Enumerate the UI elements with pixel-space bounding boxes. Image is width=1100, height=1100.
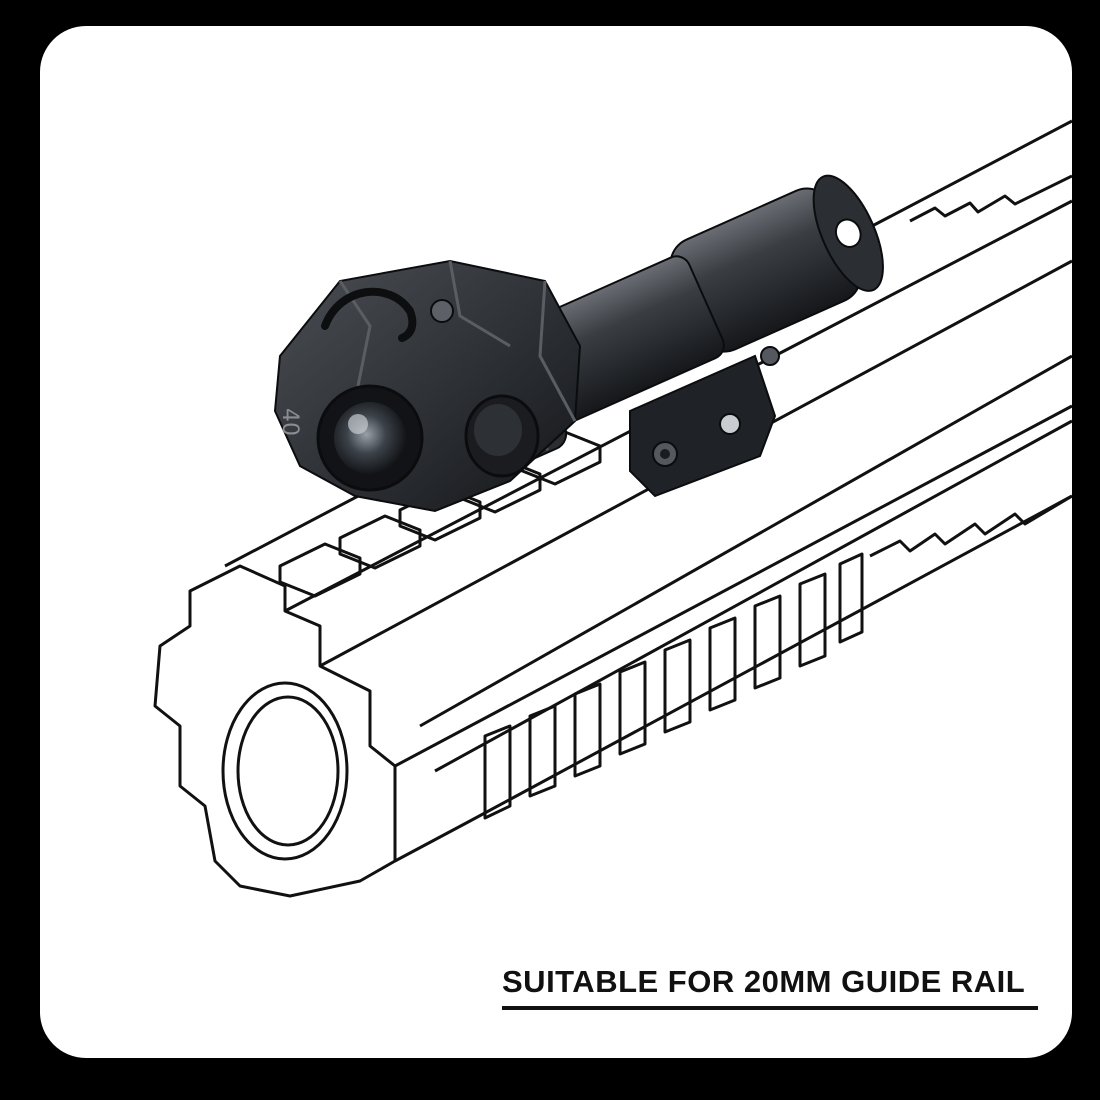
switch-loop <box>321 287 417 342</box>
handguard-bore-inner <box>236 695 340 847</box>
weapon-light: 40 <box>273 174 884 513</box>
product-card: 40 SUITABLE FOR 20MM GUIDE RAIL <box>40 26 1072 1058</box>
handguard-front-profile <box>153 564 397 898</box>
feature-caption: SUITABLE FOR 20MM GUIDE RAIL <box>502 964 1026 999</box>
rail-lower-ridge <box>419 354 1072 728</box>
rail-serrated-edge <box>869 494 1072 558</box>
caption-underline <box>502 1006 1038 1010</box>
rail-serrated-upper <box>909 174 1072 223</box>
rail-drawing <box>153 119 1072 898</box>
svg-text:40: 40 <box>277 408 302 436</box>
handguard-side-edge <box>394 404 1072 768</box>
side-slots <box>483 552 864 820</box>
handguard-bottom-edge <box>394 494 1072 863</box>
rail-mount <box>629 346 780 498</box>
lens-icon <box>316 384 424 492</box>
product-illustration: 40 <box>153 119 1072 898</box>
light-head <box>273 259 582 513</box>
handguard-bore <box>221 681 349 861</box>
